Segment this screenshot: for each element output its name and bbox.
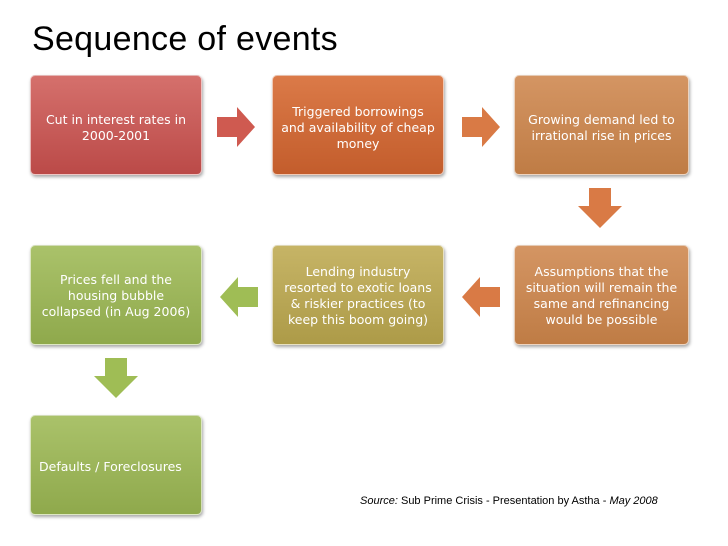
source-citation: Source: Sub Prime Crisis - Presentation … bbox=[360, 495, 658, 507]
event-box-exotic-loans: Lending industry resorted to exotic loan… bbox=[272, 245, 444, 345]
source-text: Sub Prime Crisis - Presentation by Astha… bbox=[397, 495, 610, 507]
event-box-cheap-money: Triggered borrowings and availability of… bbox=[272, 75, 444, 175]
event-box-rising-prices: Growing demand led to irrational rise in… bbox=[514, 75, 689, 175]
event-box-label: Defaults / Foreclosures bbox=[39, 459, 182, 474]
source-label: Source: bbox=[360, 495, 398, 507]
event-box-label: Cut in interest rates in 2000-2001 bbox=[45, 112, 187, 143]
event-box-label: Lending industry resorted to exotic loan… bbox=[284, 264, 432, 327]
event-box-interest-cut: Cut in interest rates in 2000-2001 bbox=[30, 75, 202, 175]
event-box-assumptions: Assumptions that the situation will rema… bbox=[514, 245, 689, 345]
arrow-left-icon bbox=[462, 277, 500, 317]
source-date: May 2008 bbox=[609, 495, 658, 507]
event-box-bubble-collapse: Prices fell and the housing bubble colla… bbox=[30, 245, 202, 345]
event-box-label: Growing demand led to irrational rise in… bbox=[528, 112, 675, 143]
event-box-label: Triggered borrowings and availability of… bbox=[281, 104, 435, 151]
event-box-defaults: Defaults / Foreclosures bbox=[30, 415, 202, 515]
arrow-right-icon bbox=[462, 107, 500, 147]
page-title: Sequence of events bbox=[32, 20, 338, 58]
arrow-left-icon bbox=[220, 277, 258, 317]
arrow-right-icon bbox=[217, 107, 255, 147]
arrow-down-icon bbox=[94, 358, 138, 398]
event-box-label: Assumptions that the situation will rema… bbox=[525, 264, 678, 327]
arrow-down-icon bbox=[578, 188, 622, 228]
event-box-label: Prices fell and the housing bubble colla… bbox=[41, 272, 191, 319]
